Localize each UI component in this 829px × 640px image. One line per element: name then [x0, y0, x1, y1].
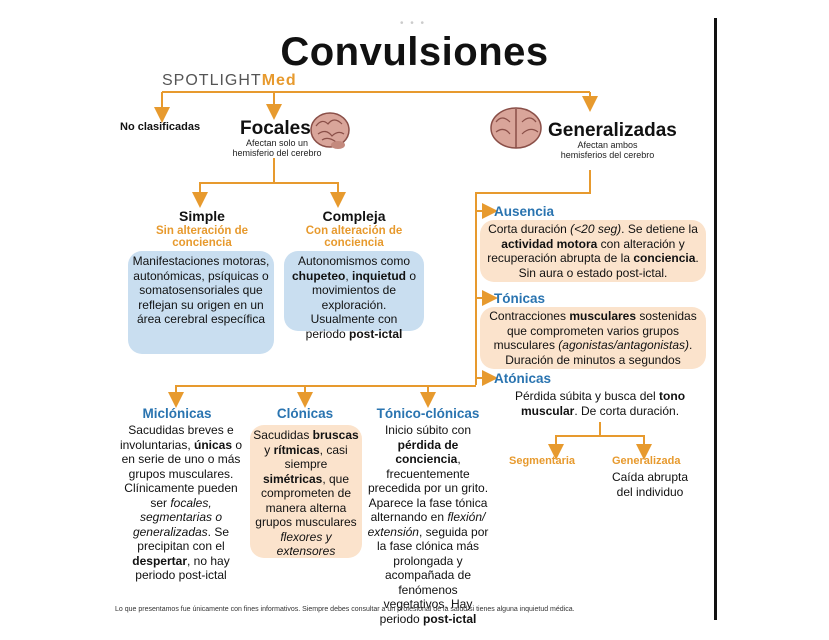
clonicas-box: Sacudidas bruscas y rítmicas, casi siemp… [250, 425, 362, 558]
clonicas-text-1: Sacudidas [253, 428, 313, 442]
simple-body: Manifestaciones motoras, autonómicas, ps… [132, 254, 270, 326]
vertical-divider [714, 18, 717, 620]
ausencia-bold-actividad: actividad motora [501, 236, 598, 251]
generalizadas-description: Afectan ambos hemisferios del cerebro [560, 140, 655, 160]
brain-icon-focales [310, 112, 350, 149]
mioclonicas-body: Sacudidas breves e involuntarias, únicas… [117, 423, 245, 583]
generalizada-body: Caída abrupta del individuo [611, 470, 689, 499]
compleja-heading: Compleja [322, 208, 386, 224]
compleja-box: Autonomismos como chupeteo, inquietud o … [284, 251, 424, 341]
clonicas-bold-ritmicas: rítmicas [273, 442, 320, 457]
brain-icon-generalizadas [490, 107, 542, 149]
compleja-bold-inquietud: inquietud [352, 268, 406, 283]
clonicas-italic-flexores: flexores y extensores [276, 529, 336, 559]
tonico-clonicas-bold-perdida: pérdida de conciencia [395, 437, 459, 467]
tonicas-text-1: Contracciones [489, 309, 570, 323]
atonicas-text-1: Pérdida súbita y busca del [514, 389, 660, 403]
ausencia-text-1: Corta duración [488, 222, 571, 236]
compleja-text-3: o movimientos de exploración. Usualmente… [305, 268, 417, 341]
page-title: Convulsiones [280, 30, 549, 74]
clonicas-text-3: , casi siempre [284, 442, 348, 472]
tonicas-text-2: sostenidas que comprometen varios grupos… [493, 309, 697, 352]
tonico-clonicas-text-3: , seguida por la fase clónica más prolon… [376, 524, 489, 626]
tonico-clonicas-text-2: , frecuentemente precedida por un grito.… [367, 452, 489, 524]
tonicas-heading: Tónicas [494, 291, 546, 306]
atonicas-bold-tono: tono muscular [520, 389, 686, 418]
mioclonicas-text-1: Sacudidas breves e involuntarias, [119, 423, 234, 452]
no-clasificadas-label: No clasificadas [120, 121, 201, 133]
compleja-text-2: , [345, 268, 352, 283]
ausencia-text-4: . Sin aura o estado post-ictal. [518, 251, 699, 280]
focales-heading: Focales [240, 118, 311, 139]
drag-handle-dots: • • • [400, 18, 427, 29]
tonico-clonicas-italic-flexion: flexión/ extensión [367, 510, 486, 539]
footer-disclaimer: Lo que presentamos fue únicamente con fi… [115, 606, 575, 613]
clonicas-heading: Clónicas [276, 406, 334, 421]
mioclonicas-heading: Miclónicas [142, 406, 212, 421]
atonicas-heading: Atónicas [494, 371, 552, 386]
clonicas-bold-simetricas: simétricas [262, 471, 323, 486]
tonico-clonicas-bold-postictal: post-ictal [423, 611, 477, 626]
mioclonicas-text-2: o en serie de uno o más grupos musculare… [121, 437, 243, 510]
clonicas-text-2: y [264, 442, 274, 457]
tonicas-box: Contracciones musculares sostenidas que … [480, 307, 706, 369]
brand-logo: SPOTLIGHTMed [162, 72, 297, 90]
clonicas-text-4: , que comprometen de manera alterna grup… [255, 471, 357, 530]
atonicas-body: Pérdida súbita y busca del tono muscular… [505, 389, 695, 418]
compleja-bold-chupeteo: chupeteo [291, 268, 346, 283]
ausencia-text-3: con alteración y recuperación abrupta de… [487, 236, 685, 266]
logo-part1: SPOTLIGHT [162, 72, 262, 89]
mioclonicas-bold-unicas: únicas [194, 437, 233, 452]
compleja-subheading: Con alteración de conciencia [305, 225, 403, 249]
generalizada-label: Generalizada [612, 455, 681, 467]
tonicas-text-3: . Duración de minutos a segundos [505, 338, 693, 367]
focales-description: Afectan solo un hemisferio del cerebro [232, 138, 322, 158]
ausencia-box: Corta duración (<20 seg). Se detiene la … [480, 220, 706, 282]
simple-subheading: Sin alteración de conciencia [155, 225, 249, 249]
simple-box: Manifestaciones motoras, autonómicas, ps… [128, 251, 274, 354]
tonico-clonicas-heading: Tónico-clónicas [376, 406, 480, 421]
tonicas-italic-agonistas: (agonistas/antagonistas) [558, 338, 690, 352]
mioclonicas-bold-despertar: despertar [132, 553, 187, 568]
tonico-clonicas-body: Inicio súbito con pérdida de conciencia,… [366, 423, 490, 626]
simple-heading: Simple [179, 208, 225, 224]
ausencia-text-2: . Se detiene la [621, 222, 698, 236]
compleja-bold-postictal: post-ictal [349, 326, 403, 341]
tonico-clonicas-text-1: Inicio súbito con [384, 423, 472, 437]
compleja-text-1: Autonomismos como [297, 254, 411, 268]
clonicas-bold-bruscas: bruscas [312, 428, 359, 442]
mioclonicas-text-4: , no hay periodo post-ictal [135, 553, 230, 583]
ausencia-bold-conciencia: conciencia [633, 251, 696, 265]
mioclonicas-italic-tipos: focales, segmentarias o generalizadas [132, 495, 223, 539]
segmentaria-label: Segmentaria [509, 455, 576, 467]
mioclonicas-text-3: . Se precipitan con el [137, 524, 230, 554]
generalizadas-heading: Generalizadas [548, 120, 677, 141]
ausencia-heading: Ausencia [494, 204, 555, 219]
ausencia-italic-duration: (<20 seg) [570, 222, 622, 236]
logo-part2: Med [261, 72, 297, 89]
tonicas-bold-musculares: musculares [569, 309, 637, 323]
atonicas-text-2: . De corta duración. [574, 403, 680, 418]
